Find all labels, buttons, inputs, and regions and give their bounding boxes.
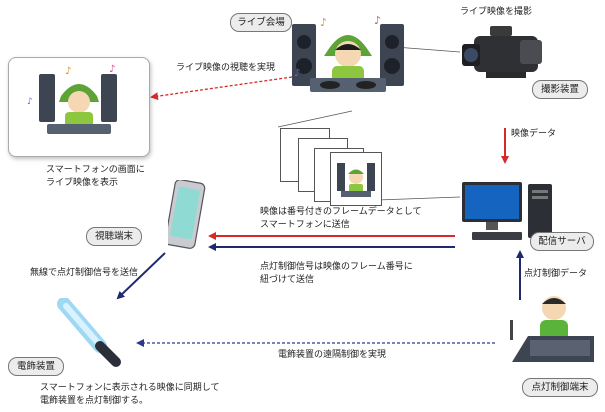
smartphone-illustration	[164, 179, 206, 250]
caption-signal-link-1: 点灯制御信号は映像のフレーム番号に	[260, 262, 413, 272]
label-light-control-terminal: 点灯制御端末	[522, 378, 598, 397]
svg-text:♪: ♪	[65, 66, 71, 77]
frame-fan-line-2	[377, 196, 461, 201]
caption-signal-link-2: 紐づけて送信	[260, 275, 315, 285]
caption-light-control-data: 点灯制御データ	[524, 269, 588, 279]
caption-remote-control: 電飾装置の遠隔制御を実現	[278, 350, 387, 360]
caption-frame-send-1: 映像は番号付きのフレームデータとして	[260, 207, 422, 217]
caption-capture-live: ライブ映像を撮影	[460, 7, 533, 17]
svg-text:♪: ♪	[294, 68, 300, 79]
caption-realize-viewing: ライブ映像の視聴を実現	[176, 63, 276, 73]
label-camera-device: 撮影装置	[532, 80, 588, 99]
viewing-dotted-arrow	[150, 76, 293, 101]
wireless-arrow	[116, 252, 166, 300]
frame-sheet-4	[330, 152, 382, 206]
server-computer-illustration	[462, 180, 554, 246]
caption-phone-display-2: ライブ映像を表示	[46, 178, 119, 188]
viewing-image-box: ♪ ♪ ♪	[8, 57, 150, 157]
label-decoration-device: 電飾装置	[8, 357, 64, 376]
lightstick-illustration	[56, 297, 126, 368]
caption-bottom-2: 電飾装置を点灯制御する。	[40, 396, 149, 406]
svg-text:♪: ♪	[374, 14, 381, 27]
caption-frame-send-2: スマートフォンに送信	[260, 220, 350, 230]
label-live-venue: ライブ会場	[230, 13, 292, 32]
camera-venue-line	[394, 46, 461, 53]
caption-phone-display-1: スマートフォンの画面に	[46, 165, 145, 175]
frame-fan-line-1	[277, 110, 353, 128]
label-server: 配信サーバ	[530, 232, 594, 251]
caption-wireless-send: 無線で点灯制御信号を送信	[30, 268, 139, 278]
video-camera-illustration	[460, 22, 550, 86]
label-viewer-terminal: 視聴端末	[86, 227, 142, 246]
control-operator-illustration	[508, 292, 598, 374]
live-venue-illustration: ♪ ♪ ♪	[292, 10, 404, 102]
svg-text:♪: ♪	[27, 97, 33, 107]
caption-video-data: 映像データ	[511, 129, 557, 139]
svg-text:♪: ♪	[109, 64, 115, 75]
caption-bottom-1: スマートフォンに表示される映像に同期して	[40, 383, 220, 393]
svg-text:♪: ♪	[320, 16, 327, 29]
